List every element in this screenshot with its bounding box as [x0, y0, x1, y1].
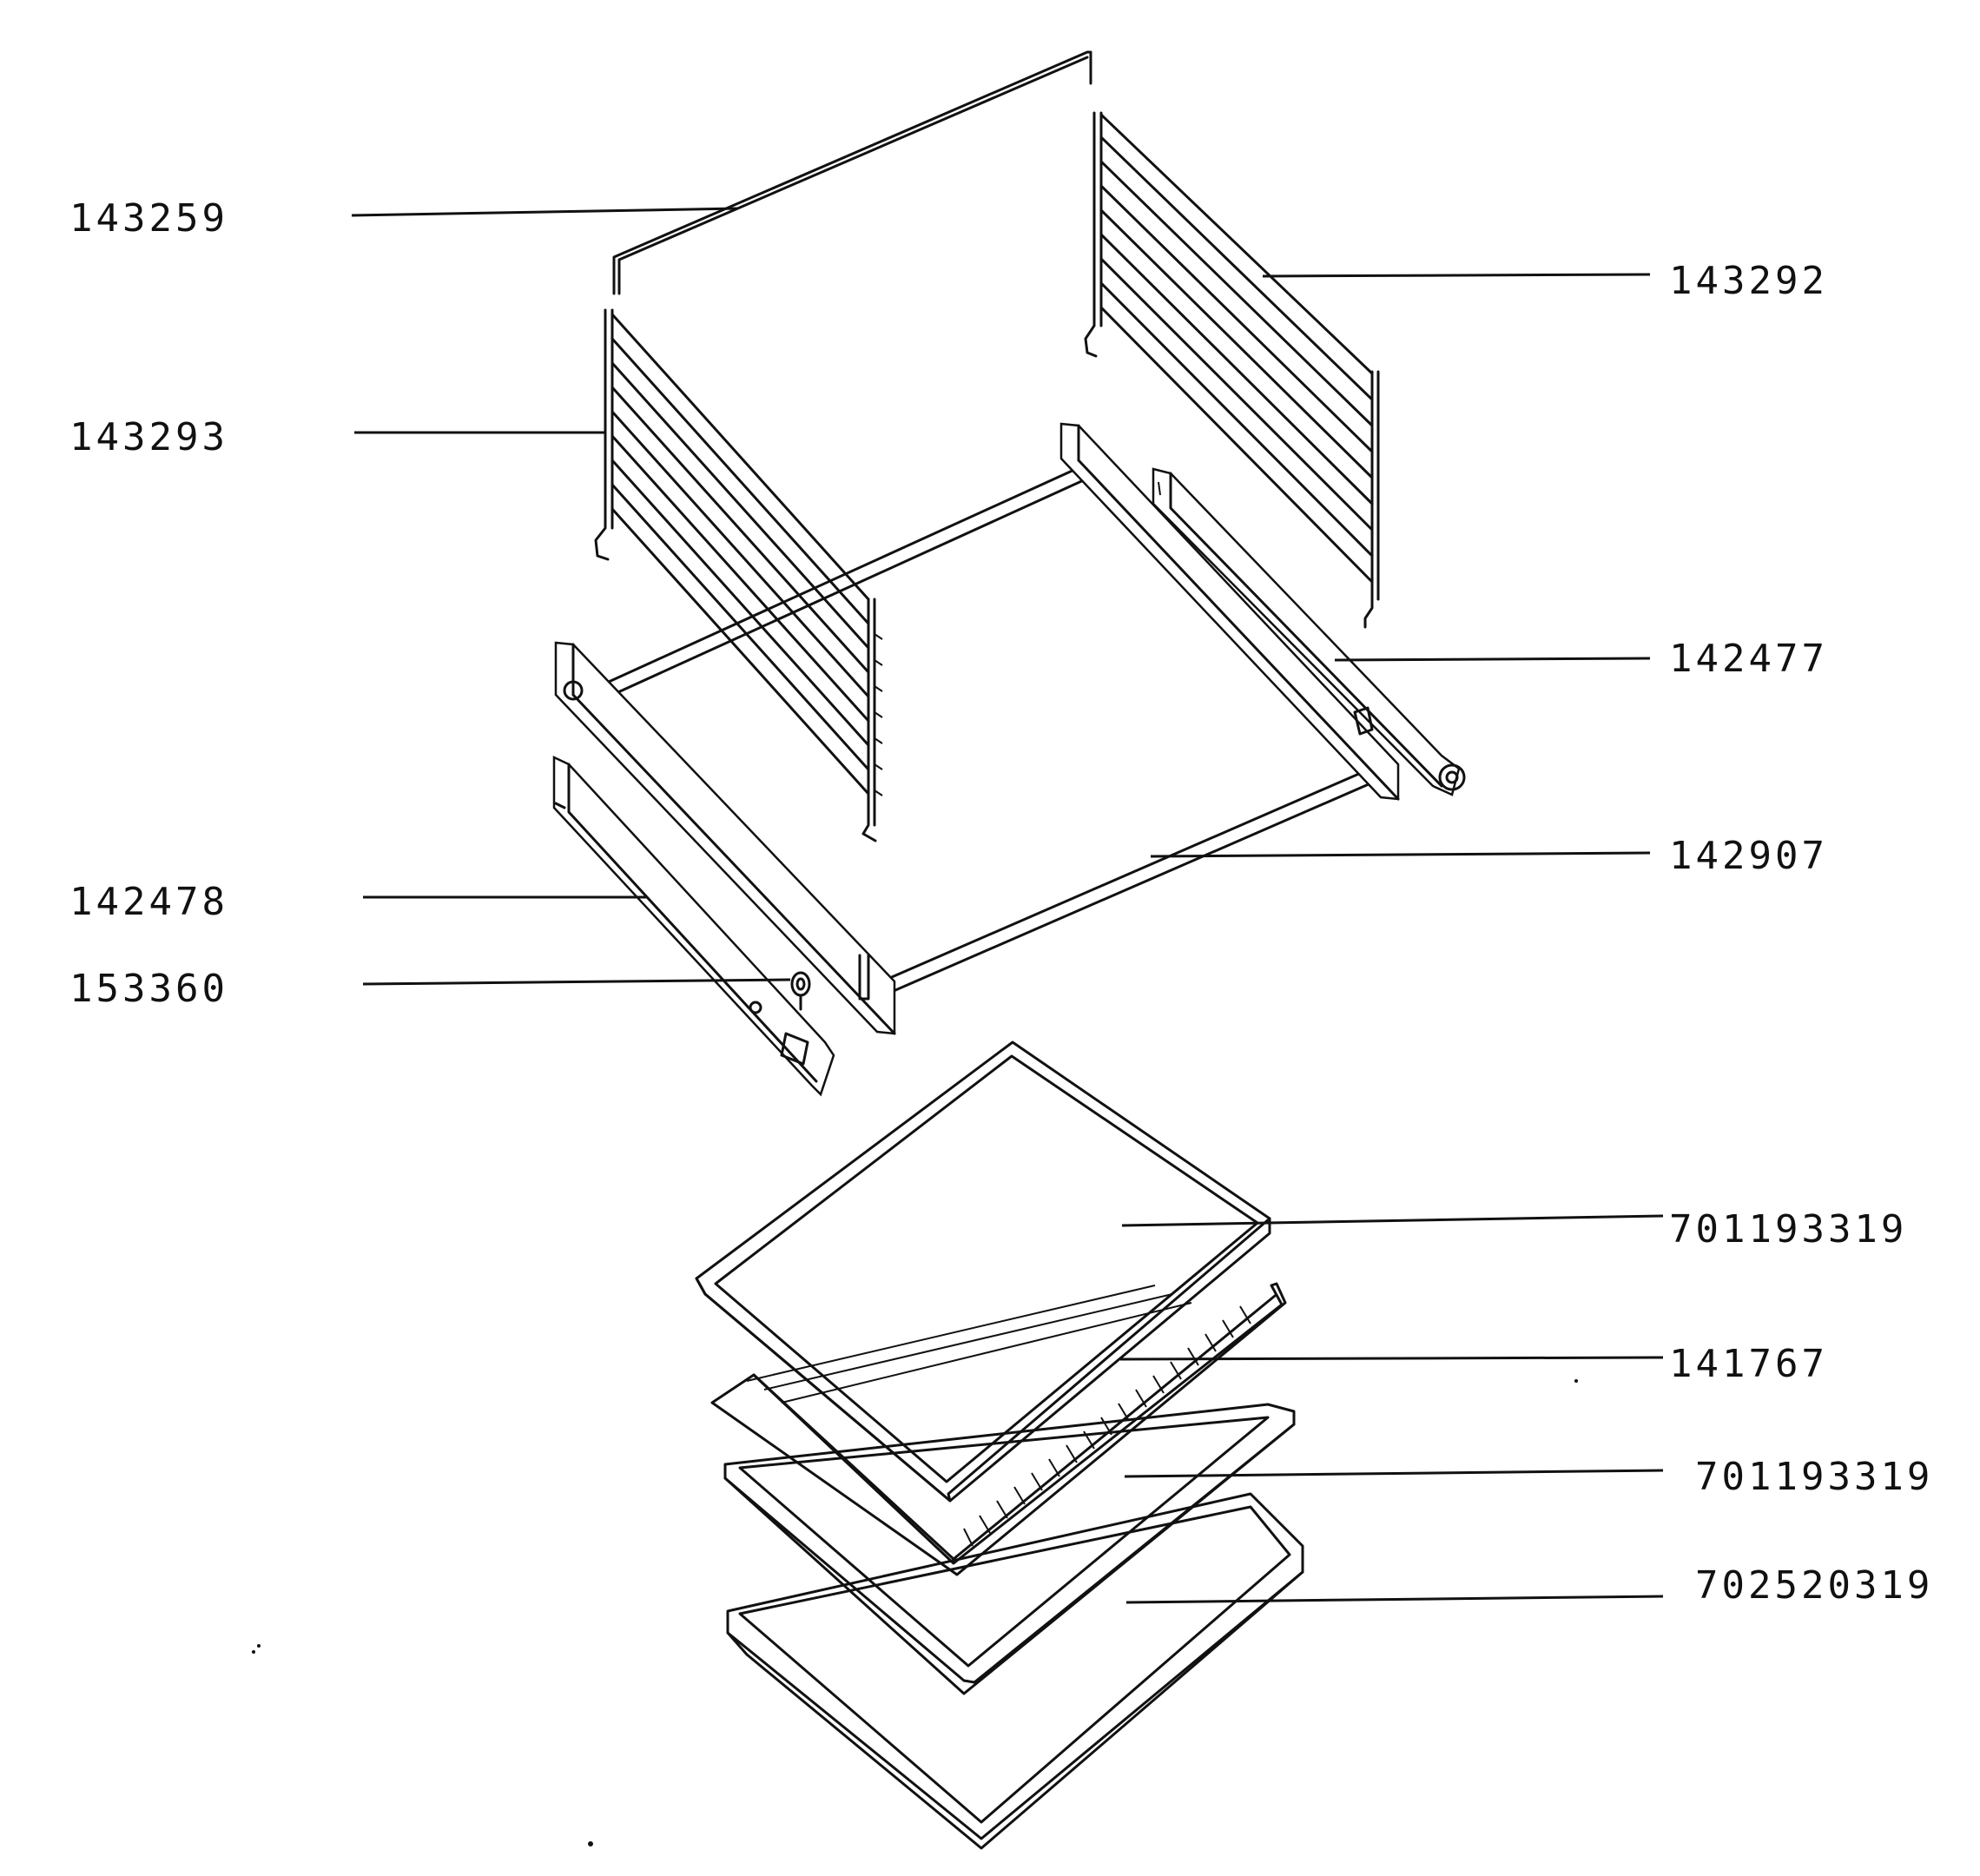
baking-tray-middle — [723, 1403, 1296, 1695]
leader-143259 — [351, 207, 739, 217]
label-142907: 142907 — [1669, 834, 1828, 878]
leader-142477 — [1334, 657, 1651, 662]
shelf-support-right — [1084, 111, 1380, 629]
rail-frame — [554, 422, 1400, 1035]
label-702520319: 702520319 — [1695, 1563, 1933, 1608]
leader-143292 — [1262, 273, 1651, 278]
baking-tray-upper — [695, 1040, 1271, 1503]
rail-fastener — [790, 971, 811, 1011]
scan-specks — [252, 1379, 1578, 1846]
wire-rod-top — [612, 50, 1092, 295]
label-153360: 153360 — [69, 967, 228, 1011]
telescopic-rail-right — [1152, 467, 1466, 796]
leader-lines — [351, 207, 1664, 1604]
label-143292: 143292 — [1669, 259, 1828, 303]
leader-141767 — [1119, 1356, 1664, 1361]
telescopic-rail-left — [552, 756, 835, 1097]
leader-701193319-upper — [1121, 1214, 1664, 1227]
shelf-support-left — [594, 308, 883, 842]
part-number-labels: 143259 143292 143293 142477 142907 14247… — [69, 196, 1933, 1608]
label-142477: 142477 — [1669, 637, 1828, 681]
label-141767: 141767 — [1669, 1342, 1828, 1386]
leader-153360 — [362, 978, 791, 986]
leader-702520319 — [1125, 1595, 1664, 1604]
label-701193319-middle: 701193319 — [1695, 1455, 1933, 1499]
label-142478: 142478 — [69, 880, 228, 924]
label-701193319-upper: 701193319 — [1669, 1207, 1907, 1252]
wire-grid — [710, 1282, 1287, 1576]
leader-701193319-middle — [1124, 1469, 1664, 1478]
label-143259: 143259 — [69, 196, 228, 241]
deep-tray — [726, 1492, 1304, 1850]
leader-142907 — [1150, 851, 1651, 858]
label-143293: 143293 — [69, 415, 228, 459]
